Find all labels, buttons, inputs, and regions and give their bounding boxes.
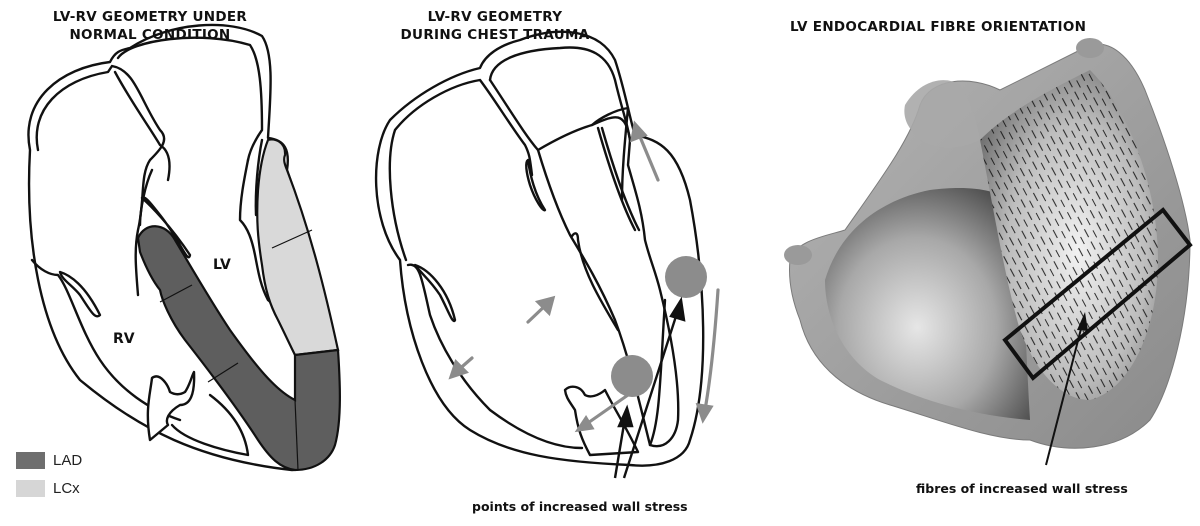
panel-title-fibre: LV ENDOCARDIAL FIBRE ORIENTATION — [790, 19, 1087, 35]
stress-point-lower — [611, 355, 653, 397]
panel-title-normal: LV-RV GEOMETRY UNDER NORMAL CONDITION — [52, 9, 248, 43]
rv-label: RV — [113, 331, 135, 347]
lcx-swatch — [16, 480, 45, 497]
legend-label-lcx: LCx — [53, 480, 80, 497]
caption-fibres-stress: fibres of increased wall stress — [916, 481, 1128, 496]
highlight-box — [1002, 207, 1193, 381]
lad-swatch — [16, 452, 45, 469]
panel-trauma-geometry: LV-RV GEOMETRY DURING CHEST TRAUMA — [360, 0, 760, 526]
lv-label: LV — [213, 257, 231, 273]
stress-pointer-arrows — [613, 296, 686, 479]
legend-item-lcx: LCx — [16, 480, 80, 497]
caption-points-stress: points of increased wall stress — [472, 499, 688, 514]
heart-diagram-normal — [27, 23, 341, 472]
panel-title-trauma: LV-RV GEOMETRY DURING CHEST TRAUMA — [400, 9, 590, 43]
lcx-region — [256, 138, 340, 357]
heart-diagram-trauma — [374, 30, 720, 479]
motion-arrows — [448, 120, 720, 433]
fibre-pointer-arrow — [1045, 324, 1083, 466]
heart-3d-render — [784, 38, 1193, 466]
legend-item-lad: LAD — [16, 452, 82, 469]
panel-normal-geometry: LV-RV GEOMETRY UNDER NORMAL CONDITION — [0, 0, 360, 526]
panel-fibre-orientation: LV ENDOCARDIAL FIBRE ORIENTATION — [770, 0, 1200, 526]
stress-point-upper — [665, 256, 707, 298]
legend-label-lad: LAD — [53, 452, 83, 469]
